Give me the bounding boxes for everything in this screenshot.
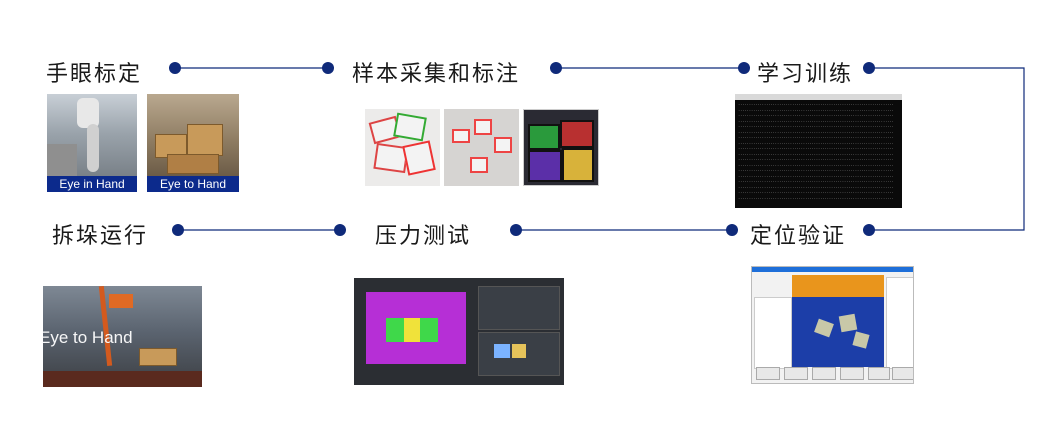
eye-in-hand-photo: Eye in Hand <box>47 94 137 192</box>
validation-btn-6[interactable] <box>892 367 913 380</box>
destacking-overlay-text: Eye to Hand <box>43 328 133 347</box>
connector-3-4 <box>869 67 1025 231</box>
validation-btn-5[interactable] <box>868 367 890 380</box>
dot-4-left <box>726 224 738 236</box>
dot-5-right <box>510 224 522 236</box>
validation-btn-1[interactable] <box>756 367 780 380</box>
step-label-positioning-validation: 定位验证 <box>750 224 847 249</box>
dot-4-right <box>863 224 875 236</box>
training-terminal: ........................................… <box>735 94 902 208</box>
dot-1-right <box>169 62 181 74</box>
step-label-training: 学习训练 <box>757 62 854 87</box>
dot-3-right <box>863 62 875 74</box>
positioning-validation-ui <box>751 266 914 384</box>
dot-3-left <box>738 62 750 74</box>
step-label-stress-test: 压力测试 <box>375 224 472 249</box>
sample-labeled-photo <box>444 109 519 186</box>
validation-btn-2[interactable] <box>784 367 808 380</box>
destacking-photo: Eye to Hand <box>43 286 202 387</box>
sample-packets-photo <box>365 109 440 186</box>
sample-segmentation-photo <box>523 109 599 186</box>
dot-5-left <box>334 224 346 236</box>
validation-btn-4[interactable] <box>840 367 864 380</box>
step-label-hand-eye-calibration: 手眼标定 <box>46 62 143 87</box>
dot-2-left <box>322 62 334 74</box>
step-label-destacking: 拆垛运行 <box>52 224 149 249</box>
eye-to-hand-caption: Eye to Hand <box>147 176 239 192</box>
dot-6-right <box>172 224 184 236</box>
dot-2-right <box>550 62 562 74</box>
stress-test-ui <box>354 278 564 385</box>
eye-in-hand-caption: Eye in Hand <box>47 176 137 192</box>
validation-btn-3[interactable] <box>812 367 836 380</box>
step-label-sample-collection: 样本采集和标注 <box>352 62 521 87</box>
eye-to-hand-photo: Eye to Hand <box>147 94 239 192</box>
